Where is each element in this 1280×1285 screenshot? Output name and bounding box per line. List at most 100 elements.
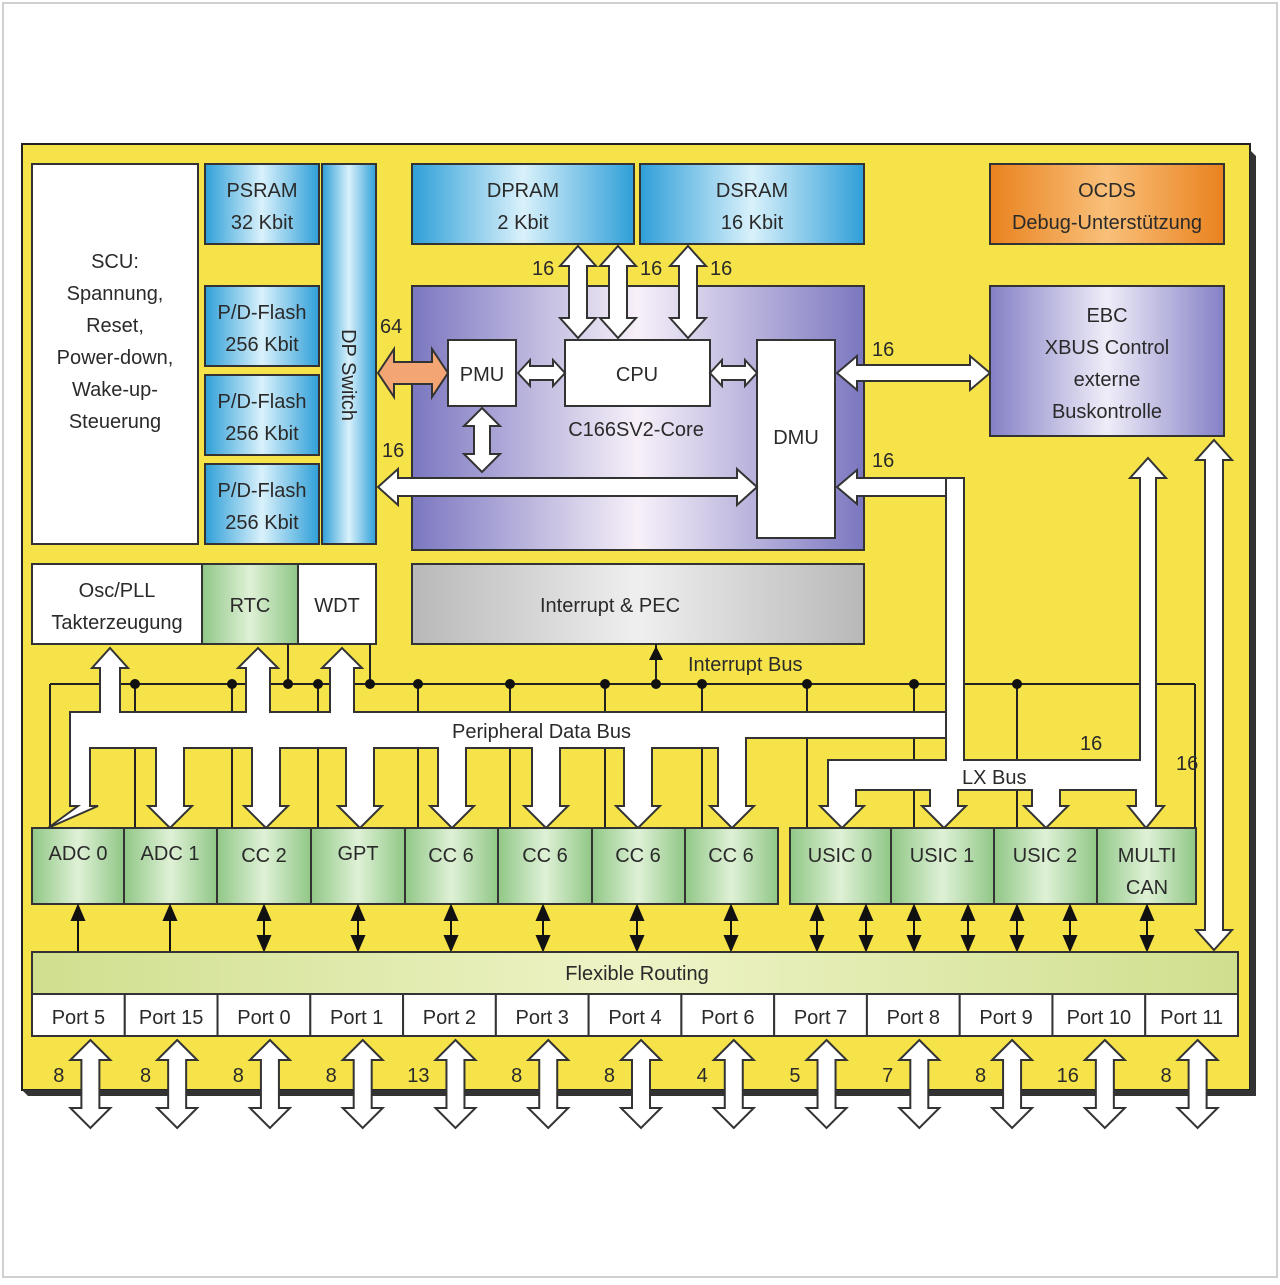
scu-block: SCU: Spannung, Reset, Power-down, Wake-u… xyxy=(31,163,199,545)
port-cell: Port 48 xyxy=(587,993,683,1130)
port-cell: Port 7 5 xyxy=(773,993,868,1130)
port-cell: Port 15 8 xyxy=(123,993,219,1130)
port-width: 8 xyxy=(604,1065,615,1087)
svg-text:16: 16 xyxy=(872,450,894,472)
port-cell: Port 1 8 xyxy=(309,993,405,1130)
peripheral-usic2: USIC 2 xyxy=(993,827,1098,905)
peripheral-adc1: ADC 1 xyxy=(123,827,218,905)
svg-text:PMU: PMU xyxy=(460,364,504,386)
svg-text:Buskontrolle: Buskontrolle xyxy=(1052,401,1162,423)
peripheral-bus-label: Peripheral Data Bus xyxy=(452,721,631,743)
port-width: 8 xyxy=(233,1065,244,1087)
peripheral-cc6-4: CC 6 xyxy=(684,827,779,905)
svg-text:CAN: CAN xyxy=(1126,877,1168,899)
ebc-block: EBC XBUS Control externe Buskontrolle xyxy=(989,285,1225,437)
routing-arrows xyxy=(70,903,1155,953)
port-cell: Port 58 xyxy=(31,993,126,1130)
svg-text:USIC 1: USIC 1 xyxy=(910,845,974,867)
svg-text:DMU: DMU xyxy=(773,427,819,449)
port-io-arrow xyxy=(989,1038,1035,1130)
port-cell: Port 213 xyxy=(402,993,497,1130)
port-name: Port 1 xyxy=(330,1007,383,1029)
interrupt-bus-label: Interrupt Bus xyxy=(688,654,803,676)
flash-block-1: P/D-Flash 256 Kbit xyxy=(204,285,320,367)
svg-text:Debug-Unterstützung: Debug-Unterstützung xyxy=(1012,212,1202,234)
arrowhead-down-icon xyxy=(906,935,922,953)
arrowhead-up-icon xyxy=(858,903,874,921)
port-width: 8 xyxy=(511,1065,522,1087)
port-name: Port 0 xyxy=(237,1007,290,1029)
svg-text:OCDS: OCDS xyxy=(1078,180,1136,202)
arrowhead-down-icon xyxy=(960,935,976,953)
svg-text:DP Switch: DP Switch xyxy=(337,329,359,421)
port-io-arrow xyxy=(67,1038,113,1130)
port-name: Port 6 xyxy=(701,1007,754,1029)
psram-block: PSRAM 32 Kbit xyxy=(204,163,320,245)
arrowhead-up-icon xyxy=(809,903,825,921)
svg-text:CPU: CPU xyxy=(616,364,658,386)
svg-text:256 Kbit: 256 Kbit xyxy=(225,423,299,445)
port-cell: Port 6 4 xyxy=(680,993,776,1130)
svg-text:externe: externe xyxy=(1074,369,1141,391)
pmu-block: PMU xyxy=(447,339,517,407)
arrowhead-up-icon xyxy=(70,903,86,921)
flexible-routing: Flexible Routing xyxy=(31,951,1239,995)
arrowhead-up-icon xyxy=(906,903,922,921)
arrowhead-down-icon xyxy=(809,935,825,953)
port-width: 8 xyxy=(326,1065,337,1087)
peripheral-cc6-1: CC 6 xyxy=(404,827,499,905)
svg-text:CC 6: CC 6 xyxy=(708,845,754,867)
port-name: Port 7 xyxy=(794,1007,847,1029)
interrupt-pec-block: Interrupt & PEC xyxy=(411,563,865,645)
svg-text:XBUS Control: XBUS Control xyxy=(1045,337,1170,359)
svg-text:EBC: EBC xyxy=(1086,305,1127,327)
arrowhead-up-icon xyxy=(443,903,459,921)
peripheral-multican: MULTI CAN xyxy=(1096,827,1197,905)
arrowhead-up-icon xyxy=(723,903,739,921)
port-cell: Port 0 8 xyxy=(216,993,312,1130)
svg-text:CC 6: CC 6 xyxy=(522,845,568,867)
svg-text:Power-down,: Power-down, xyxy=(57,347,174,369)
svg-text:Spannung,: Spannung, xyxy=(67,283,164,305)
svg-text:16: 16 xyxy=(1080,733,1102,755)
ocds-block: OCDS Debug-Unterstützung xyxy=(989,163,1225,245)
svg-text:USIC 0: USIC 0 xyxy=(808,845,872,867)
peripheral-adc0: ADC 0 xyxy=(31,827,125,905)
port-io-arrow xyxy=(340,1038,386,1130)
arrowhead-down-icon xyxy=(256,935,272,953)
port-name: Port 2 xyxy=(423,1007,476,1029)
arrowhead-up-icon xyxy=(162,903,178,921)
port-io-arrow xyxy=(433,1038,478,1130)
port-name: Port 15 xyxy=(139,1007,203,1029)
dpram-block: DPRAM 2 Kbit xyxy=(411,163,635,245)
wdt-block: WDT xyxy=(297,563,377,645)
arrowhead-up-icon xyxy=(960,903,976,921)
port-width: 4 xyxy=(697,1065,708,1087)
port-width: 8 xyxy=(53,1065,64,1087)
svg-text:P/D-Flash: P/D-Flash xyxy=(218,480,307,502)
port-width: 16 xyxy=(1057,1065,1079,1087)
flash-block-3: P/D-Flash 256 Kbit xyxy=(204,463,320,545)
port-name: Port 3 xyxy=(516,1007,569,1029)
port-name: Port 9 xyxy=(979,1007,1032,1029)
svg-text:Steuerung: Steuerung xyxy=(69,411,161,433)
port-width: 5 xyxy=(789,1065,800,1087)
arrowhead-down-icon xyxy=(350,935,366,953)
port-io-arrow xyxy=(711,1038,757,1130)
svg-text:DPRAM: DPRAM xyxy=(487,180,559,202)
svg-text:16: 16 xyxy=(532,258,554,280)
svg-text:USIC 2: USIC 2 xyxy=(1013,845,1077,867)
memory-core-arrows xyxy=(376,244,992,508)
arrowhead-up-icon xyxy=(256,903,272,921)
arrowhead-down-icon xyxy=(858,935,874,953)
svg-text:ADC 1: ADC 1 xyxy=(141,843,200,865)
arrowhead-up-icon xyxy=(350,903,366,921)
peripheral-usic1: USIC 1 xyxy=(890,827,995,905)
svg-text:RTC: RTC xyxy=(230,595,271,617)
port-width: 8 xyxy=(140,1065,151,1087)
port-cell: Port 118 xyxy=(1144,993,1239,1130)
port-name: Port 11 xyxy=(1160,1007,1223,1029)
port-name: Port 10 xyxy=(1067,1007,1131,1029)
svg-text:64: 64 xyxy=(380,316,402,338)
peripheral-cc2: CC 2 xyxy=(216,827,312,905)
